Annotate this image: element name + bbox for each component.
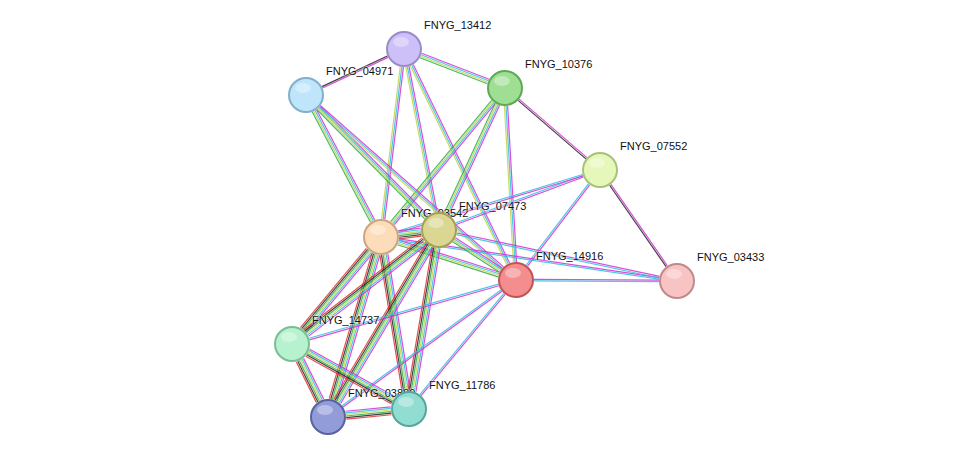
interaction-edge (342, 290, 502, 407)
node-highlight (505, 268, 521, 278)
evidence-line (446, 104, 497, 213)
evidence-line (447, 105, 498, 214)
evidence-line (454, 240, 501, 270)
node-highlight (666, 269, 682, 279)
evidence-line (318, 108, 426, 217)
protein-label: FNYG_14737 (312, 314, 379, 326)
interaction-edge (456, 176, 584, 225)
evidence-line (317, 110, 375, 220)
protein-node: FNYG_07552 (582, 152, 618, 188)
interaction-edge (504, 106, 516, 262)
evidence-line (421, 56, 488, 82)
evidence-line (413, 248, 437, 391)
interaction-edge (456, 233, 659, 278)
interaction-edge (296, 358, 323, 402)
evidence-line (422, 53, 489, 79)
interaction-edge (420, 293, 505, 395)
interaction-edge (317, 106, 428, 219)
evidence-line (610, 185, 666, 266)
evidence-line (411, 248, 435, 391)
evidence-line (455, 239, 502, 269)
interaction-edge (382, 67, 404, 220)
evidence-line (298, 361, 318, 402)
evidence-line (309, 244, 428, 336)
protein-label: FNYG_03433 (697, 251, 764, 263)
node-highlight (370, 225, 386, 235)
interaction-edge (444, 103, 499, 214)
protein-label: FNYG_13412 (424, 19, 491, 31)
protein-node: FNYG_14737 (274, 326, 310, 362)
interaction-edge (408, 247, 440, 392)
protein-node: FNYG_13412 (386, 31, 422, 67)
node-highlight (281, 332, 297, 342)
evidence-line (386, 254, 408, 390)
protein-label: FNYG_07552 (620, 140, 687, 152)
evidence-line (317, 110, 425, 219)
protein-node: FNYG_11786 (391, 391, 427, 427)
evidence-line (414, 248, 438, 391)
evidence-line (421, 55, 488, 81)
evidence-line (519, 99, 587, 157)
node-highlight (398, 397, 414, 407)
evidence-line (611, 184, 667, 265)
protein-node: FNYG_10376 (487, 70, 523, 106)
interaction-edge (318, 106, 503, 270)
evidence-line (457, 233, 660, 276)
evidence-line (385, 67, 404, 219)
evidence-line (342, 290, 501, 406)
node-highlight (317, 405, 333, 415)
evidence-line (420, 293, 504, 394)
protein-node: FNYG_03542 (363, 219, 399, 255)
evidence-line (420, 58, 487, 84)
evidence-line (421, 294, 505, 395)
evidence-line (346, 415, 391, 419)
protein-node: FNYG_03433 (659, 263, 695, 299)
protein-label: FNYG_04971 (326, 65, 393, 77)
evidence-line (506, 106, 515, 262)
evidence-line (343, 291, 502, 407)
evidence-line (383, 67, 402, 219)
node-highlight (295, 83, 311, 93)
evidence-line (299, 360, 319, 401)
protein-node: FNYG_03889 (310, 399, 346, 435)
protein-label: FNYG_14916 (536, 250, 603, 262)
evidence-line (534, 280, 659, 282)
protein-label: FNYG_07473 (459, 200, 526, 212)
interaction-edge (518, 99, 587, 159)
interaction-edge (610, 184, 668, 266)
evidence-line (408, 247, 432, 390)
evidence-line (456, 235, 659, 278)
evidence-line (410, 247, 434, 390)
protein-node: FNYG_04971 (288, 77, 324, 113)
interaction-edge (420, 53, 489, 84)
evidence-line (399, 236, 421, 239)
interaction-edge (346, 407, 392, 419)
protein-node: FNYG_07473 (421, 212, 457, 248)
interaction-edge (534, 279, 659, 281)
evidence-line (504, 106, 513, 262)
protein-label: FNYG_10376 (525, 58, 592, 70)
evidence-line (296, 362, 316, 403)
evidence-line (309, 284, 498, 338)
evidence-line (534, 279, 659, 281)
node-highlight (494, 76, 510, 86)
evidence-line (444, 103, 495, 212)
evidence-line (518, 100, 586, 158)
evidence-line (453, 242, 500, 272)
evidence-line (382, 67, 401, 219)
interaction-edge (304, 238, 427, 336)
protein-node: FNYG_14916 (498, 262, 534, 298)
interaction-edge (398, 228, 421, 239)
evidence-line (301, 360, 321, 401)
protein-label: FNYG_11786 (429, 379, 495, 391)
node-highlight (428, 218, 444, 228)
evidence-line (449, 105, 500, 214)
node-highlight (393, 37, 409, 47)
node-highlight (589, 158, 605, 168)
